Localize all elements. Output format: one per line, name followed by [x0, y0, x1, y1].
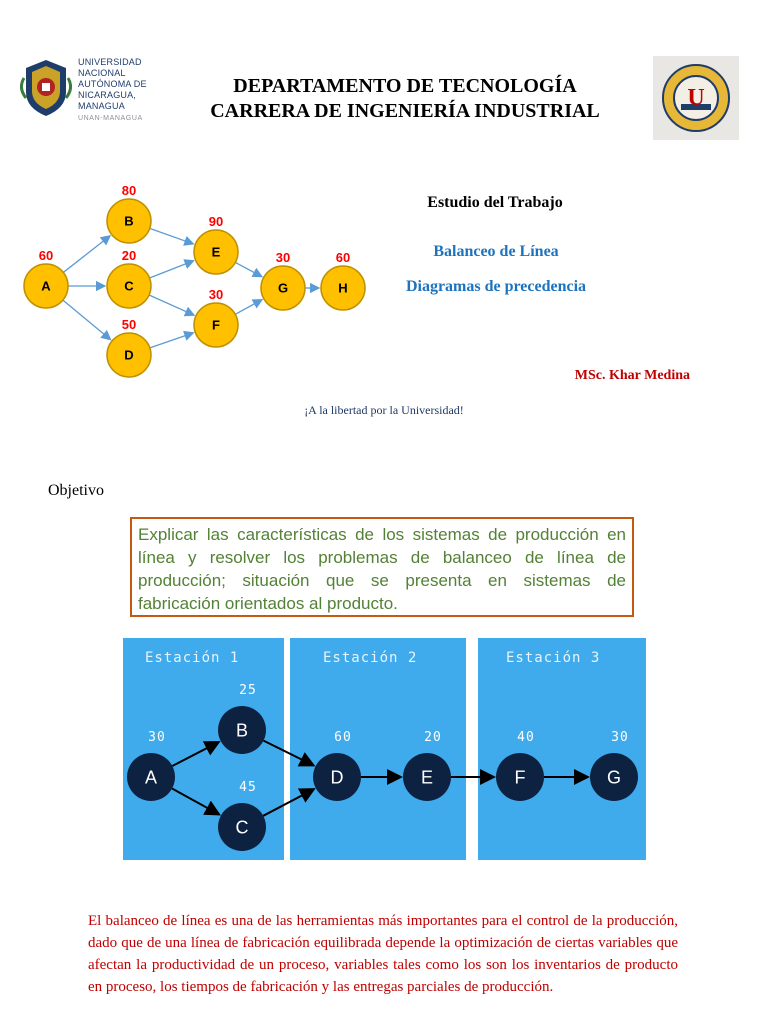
precedence-node-f: F 30 — [193, 287, 239, 348]
university-name: UNIVERSIDAD NACIONAL AUTÓNOMA DE NICARAG… — [78, 57, 147, 124]
objective-box: Explicar las características de los sist… — [130, 517, 634, 617]
university-logo — [20, 56, 190, 132]
station-node-label: B — [236, 720, 248, 740]
objective-label: Objetivo — [48, 482, 104, 499]
precedence-edge-d-f — [149, 330, 195, 349]
precedence-node-time: 80 — [122, 183, 136, 198]
station-node-time: 40 — [517, 730, 535, 745]
university-name-line: MANAGUA — [78, 101, 125, 111]
station-node-d: D 60 — [313, 730, 361, 801]
title-line-department: DEPARTAMENTO DE TECNOLOGÍA — [233, 75, 577, 97]
faculty-seal: U — [653, 56, 739, 140]
title-line-career: CARRERA DE INGENIERÍA INDUSTRIAL — [210, 100, 600, 122]
precedence-node-time: 30 — [276, 250, 290, 265]
university-crest-icon — [20, 60, 72, 116]
faculty-seal-icon: U — [662, 64, 730, 132]
station-node-label: E — [421, 767, 433, 787]
precedence-node-label: B — [124, 214, 133, 229]
station-node-f: F 40 — [496, 730, 544, 801]
precedence-node-label: F — [212, 318, 220, 333]
faculty-seal-letter: U — [687, 85, 704, 111]
station-node-time: 25 — [239, 683, 257, 698]
subtitle-precedence: Diagramas de precedencia — [405, 278, 587, 295]
precedence-node-label: D — [124, 348, 133, 363]
station-node-e: E 20 — [403, 730, 451, 801]
precedence-edge-c-e — [149, 259, 195, 279]
station-node-b: B 25 — [218, 683, 266, 754]
precedence-node-label: A — [41, 279, 51, 294]
author-name: MSc. Khar Medina — [574, 368, 690, 383]
university-name-line: UNIVERSIDAD — [78, 57, 142, 67]
university-name-line: NACIONAL — [78, 68, 126, 78]
motto: ¡A la libertad por la Universidad! — [304, 403, 464, 417]
precedence-node-time: 50 — [122, 317, 136, 332]
station-node-label: A — [145, 767, 157, 787]
precedence-edge-e-g — [235, 261, 264, 278]
station-3-panel — [478, 638, 646, 860]
station-2-label: Estación 2 — [323, 650, 418, 666]
precedence-edge-a-b — [62, 234, 112, 273]
station-node-label: F — [515, 767, 526, 787]
station-1-label: Estación 1 — [145, 650, 240, 666]
precedence-node-time: 20 — [122, 248, 136, 263]
station-edge-b-d — [263, 739, 316, 767]
precedence-node-g: G 30 — [260, 250, 306, 311]
station-edge-a-b — [171, 741, 221, 767]
station-edge-a-c — [171, 787, 221, 816]
precedence-edge-a-d — [62, 299, 112, 341]
station-node-time: 45 — [239, 780, 257, 795]
page-title: DEPARTAMENTO DE TECNOLOGÍA CARRERA DE IN… — [150, 74, 660, 124]
precedence-node-time: 90 — [209, 214, 223, 229]
precedence-node-time: 60 — [336, 250, 350, 265]
precedence-node-label: C — [124, 279, 134, 294]
station-node-time: 30 — [148, 730, 166, 745]
station-node-label: D — [331, 767, 344, 787]
station-node-a: A 30 — [127, 730, 175, 801]
precedence-node-time: 60 — [39, 248, 53, 263]
precedence-node-time: 30 — [209, 287, 223, 302]
station-3-label: Estación 3 — [506, 650, 601, 666]
precedence-node-a: A 60 — [23, 248, 69, 309]
precedence-node-b: B 80 — [106, 183, 152, 244]
station-diagram: A 30 B 25C 45 D 60E 20F 40G 30 — [127, 683, 638, 851]
precedence-node-label: G — [278, 281, 288, 296]
university-sub: UNAN-MANAGUA — [78, 115, 143, 122]
station-node-label: G — [607, 767, 621, 787]
precedence-node-label: E — [212, 245, 221, 260]
precedence-node-c: C 20 — [106, 248, 152, 309]
station-node-c: C 45 — [218, 780, 266, 851]
balance-paragraph: El balanceo de línea es una de las herra… — [88, 913, 678, 995]
study-title: Estudio del Trabajo — [427, 194, 563, 211]
university-name-line: AUTÓNOMA DE — [78, 79, 147, 89]
station-node-time: 30 — [611, 730, 629, 745]
station-node-label: C — [236, 817, 249, 837]
precedence-node-label: H — [338, 281, 347, 296]
objective-text: Explicar las características de los sist… — [138, 525, 626, 613]
station-node-g: G 30 — [590, 730, 638, 801]
precedence-edge-f-g — [234, 298, 264, 315]
precedence-edge-b-e — [149, 227, 195, 246]
university-name-line: NICARAGUA, — [78, 90, 137, 100]
station-edge-c-d — [262, 788, 316, 817]
subtitle-line-balance: Balanceo de Línea — [433, 243, 559, 260]
station-node-time: 60 — [334, 730, 352, 745]
precedence-node-d: D 50 — [106, 317, 152, 378]
precedence-node-e: E 90 — [193, 214, 239, 275]
precedence-edge-c-f — [148, 294, 196, 317]
station-node-time: 20 — [424, 730, 442, 745]
station-2-panel — [290, 638, 466, 860]
precedence-node-h: H 60 — [320, 250, 366, 311]
